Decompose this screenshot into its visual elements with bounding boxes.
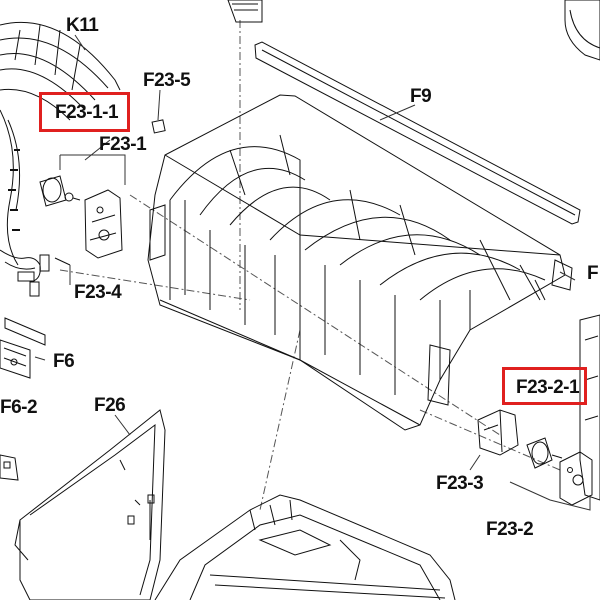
part-f6-2: [0, 454, 19, 481]
label-f23-4: F23-4: [74, 282, 122, 303]
part-f6-rail: [0, 317, 46, 379]
leader-lines: [34, 34, 576, 436]
label-f9: F9: [410, 86, 432, 107]
part-f23-1-gearbox: [84, 189, 123, 259]
part-f23-5: [151, 119, 166, 134]
part-k11: [0, 21, 121, 266]
right-side-frame: [564, 0, 600, 501]
label-f23-1-1: F23-1-1: [55, 102, 119, 123]
label-f6-2: F6-2: [0, 397, 38, 418]
label-f23-5: F23-5: [143, 70, 191, 91]
part-f23-3-bracket: [477, 409, 519, 456]
label-f23-2-1: F23-2-1: [516, 377, 580, 398]
part-f9-bar: [254, 41, 581, 225]
part-f23-1-motor: [39, 175, 81, 207]
part-f26-panel: [14, 409, 166, 600]
label-f23-1: F23-1: [99, 134, 147, 155]
label-f23-3: F23-3: [436, 473, 484, 494]
part-f23-2-motor: [526, 437, 563, 469]
label-f6: F6: [53, 351, 75, 372]
highlight-box-f23-2-1: F23-2-1: [502, 367, 587, 405]
label-k11: K11: [66, 15, 99, 36]
top-bracket-part: [227, 0, 263, 23]
highlight-box-f23-1-1: F23-1-1: [39, 92, 130, 132]
label-f23-2: F23-2: [486, 519, 534, 540]
main-housing: [147, 94, 573, 431]
label-f26: F26: [94, 395, 126, 416]
part-f23-4-harness: [0, 249, 71, 297]
assembly-axis-lines: [59, 20, 561, 511]
bottom-assembly: [154, 494, 456, 600]
label-f-right: F: [587, 263, 599, 284]
part-f23-2-gearbox: [559, 451, 593, 506]
